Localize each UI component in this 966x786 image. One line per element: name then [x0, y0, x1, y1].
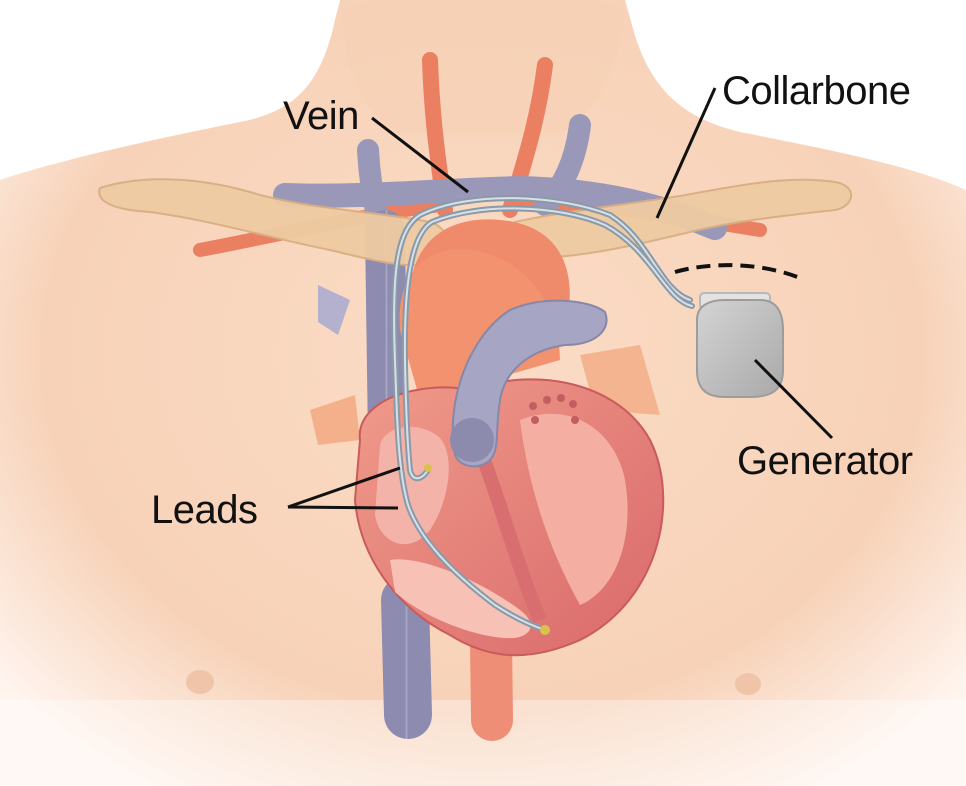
valve-dot [569, 400, 577, 408]
label-vein: Vein [283, 96, 359, 136]
valve-dot [529, 402, 537, 410]
label-leads: Leads [151, 490, 257, 530]
right-nipple [735, 673, 761, 695]
lead-tip-ventricle [540, 625, 550, 635]
label-generator: Generator [737, 441, 913, 481]
leads-leader-line-2 [288, 507, 398, 508]
lead-tip-atrium [424, 464, 432, 472]
valve-dot [543, 396, 551, 404]
valve-dot [557, 394, 565, 402]
generator-body [697, 300, 783, 397]
pulmonary-artery-opening [450, 418, 494, 462]
valve-dot [531, 416, 539, 424]
inferior-vena-cava [405, 600, 408, 715]
valve-dot [571, 416, 579, 424]
label-collarbone: Collarbone [722, 71, 910, 111]
left-nipple [186, 670, 214, 694]
